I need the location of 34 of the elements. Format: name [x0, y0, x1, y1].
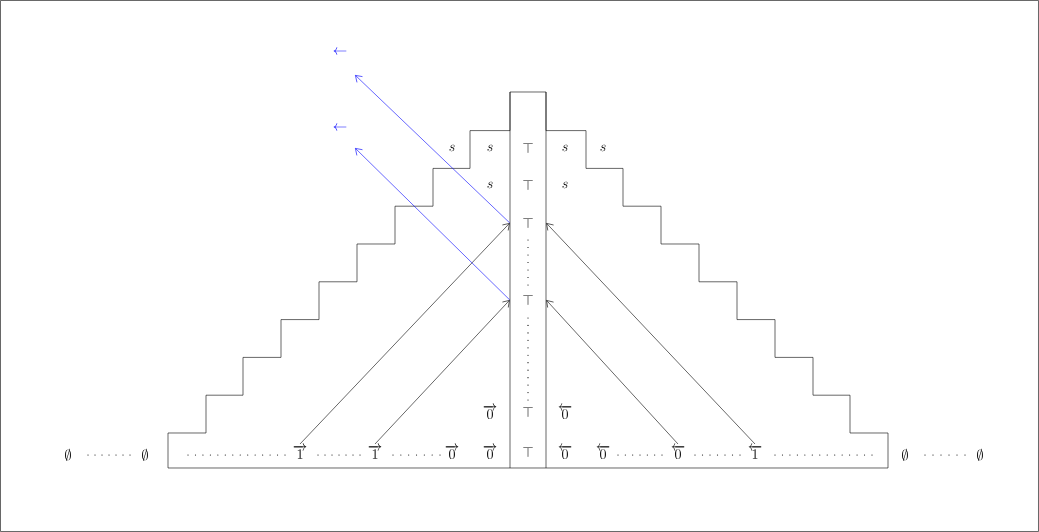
math-label: $\top$: [523, 447, 533, 457]
symbol-label: $\overrightarrow{1}$: [368, 443, 382, 459]
symbol-label: $\overrightarrow{1}$: [293, 443, 307, 459]
symbol-label: $\top$: [523, 295, 533, 305]
math-label: $\leftarrow$: [333, 123, 347, 131]
math-label: $\emptyset$: [977, 448, 983, 462]
math-label: $\top$: [523, 407, 533, 417]
arrow: [374, 300, 510, 445]
arrow: [355, 148, 511, 301]
math-label: $s$: [562, 181, 568, 189]
math-label: $s$: [562, 144, 568, 152]
math-label: $\top$: [523, 143, 533, 153]
math-label: $s$: [487, 144, 493, 152]
arrow: [299, 223, 510, 445]
math-label: $\overrightarrow{0}$: [483, 443, 497, 460]
math-label: $\emptyset$: [142, 448, 148, 462]
arrow: [546, 300, 679, 445]
math-label: $s$: [487, 181, 493, 189]
arrow: [355, 75, 511, 224]
arrow: [546, 223, 756, 445]
math-label: $\overleftarrow{0}$: [596, 443, 610, 460]
math-label: $s$: [600, 144, 606, 152]
symbol-label: $\overleftarrow{0}$: [671, 443, 685, 460]
math-label: $\emptyset$: [902, 448, 908, 462]
math-label: $\overleftarrow{0}$: [558, 443, 572, 460]
symbol-label: $\top$: [523, 218, 533, 228]
symbol-label: $\overleftarrow{1}$: [748, 443, 762, 459]
math-label: $\top$: [523, 180, 533, 190]
math-label: $\overrightarrow{0}$: [445, 443, 459, 460]
math-label: $\leftarrow$: [333, 47, 347, 55]
math-label: $s$: [449, 144, 455, 152]
math-label: $\overleftarrow{0}$: [558, 403, 572, 420]
math-label: $\emptyset$: [65, 448, 71, 462]
math-label: $\overrightarrow{0}$: [483, 403, 497, 420]
